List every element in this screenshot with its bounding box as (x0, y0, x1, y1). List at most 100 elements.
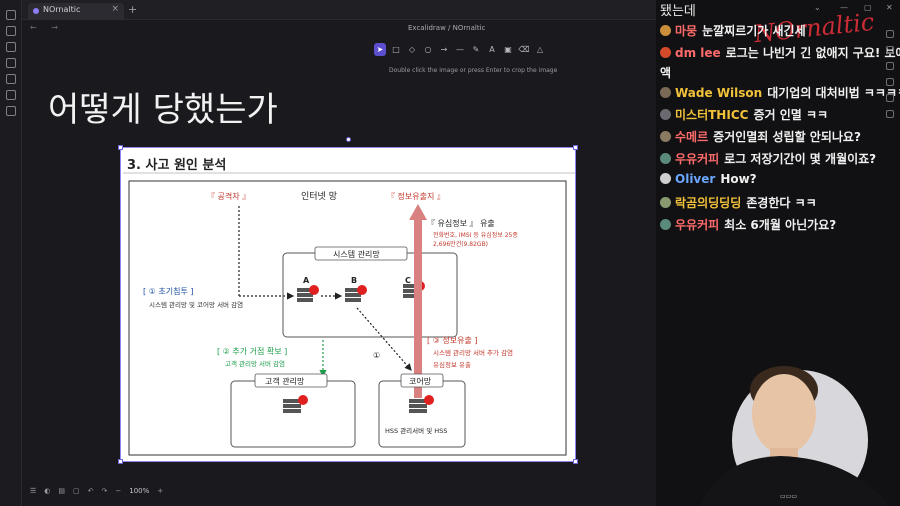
core-net-label: 코어망 (409, 376, 432, 386)
redo-icon[interactable]: ↷ (101, 487, 108, 495)
eraser-icon[interactable]: ⌫ (518, 45, 530, 54)
image-icon[interactable]: ▣ (504, 45, 512, 54)
close-icon[interactable]: × (111, 4, 119, 14)
chat-username[interactable]: 락곰의딩딩딩 (675, 196, 742, 210)
file-icon[interactable] (6, 10, 16, 20)
tab-bar: NOrnaltic × + (22, 0, 656, 20)
tab-nornaltic[interactable]: NOrnaltic × (28, 3, 124, 19)
diamond-icon[interactable]: ◇ (408, 45, 416, 54)
tab-label: NOrnaltic (43, 5, 81, 14)
avatar (660, 131, 671, 142)
chat-message: dm lee 로그는 나빈거 긴 없애지 구요! 보애 (660, 44, 900, 61)
close-window-icon[interactable]: ✕ (886, 3, 893, 12)
step2-title: [ ② 추가 거점 확보 ] (217, 346, 287, 356)
server-a (297, 285, 319, 302)
maximize-icon[interactable]: ▢ (864, 3, 872, 12)
chat-username[interactable]: Oliver (675, 172, 716, 186)
avatar (660, 153, 671, 164)
resize-handle-br[interactable] (573, 459, 578, 464)
calendar-icon[interactable] (6, 74, 16, 84)
rotate-handle[interactable] (346, 137, 351, 142)
undo-icon[interactable]: ↶ (87, 487, 94, 495)
slide-image[interactable]: 3. 사고 원인 분석 『 공격자 』 인터넷 망 『 정보유출지 』 『 유심… (118, 145, 578, 464)
edit-icon[interactable] (886, 30, 894, 38)
grid-icon[interactable] (6, 58, 16, 68)
resize-handle-tl[interactable] (118, 145, 123, 150)
canvas-title[interactable]: 어떻게 당했는가 (48, 90, 278, 130)
avatar (660, 87, 671, 98)
leak-destination-label: 『 정보유출지 』 (387, 191, 445, 201)
chat-username[interactable]: dm lee (675, 46, 721, 60)
usim-leak-line1: 전화번호, IMSI 등 유심정보 25종 (433, 231, 518, 239)
tag-icon[interactable] (886, 46, 894, 54)
step2-desc: 고객 관리망 서버 감염 (225, 359, 285, 368)
chat-username[interactable]: Wade Wilson (675, 86, 763, 100)
webcam-streamer: ▭▭▭ (700, 366, 890, 506)
server-customer (283, 395, 308, 413)
step1-title: [ ① 초기침투 ] (143, 287, 193, 296)
hand-icon[interactable] (886, 110, 894, 118)
trash-icon[interactable]: ▢ (73, 487, 80, 495)
chat-message: 마뭉 눈깔찌르기가 새긴세 (660, 22, 806, 39)
rectangle-icon[interactable]: □ (392, 45, 400, 54)
step3-desc2: 유심정보 유출 (433, 360, 471, 369)
usim-leak-line2: 2,696만건(9.82GB) (433, 240, 488, 248)
graph-icon[interactable] (6, 42, 16, 52)
server-hss (409, 395, 434, 413)
chat-text: 눈깔찌르기가 새긴세 (702, 24, 806, 38)
chat-message-continuation: 액 (660, 66, 672, 80)
line-icon[interactable]: — (456, 45, 464, 54)
chat-partial-line: 됐는데 (660, 4, 696, 19)
avatar (660, 47, 671, 58)
chat-message: 수메르 증거인멸죄 성립할 안되나요? (660, 128, 861, 145)
chat-username[interactable]: 우유커피 (675, 152, 720, 166)
chat-username[interactable]: 마뭉 (675, 24, 698, 38)
breadcrumb-current: NOrnaltic (452, 24, 486, 32)
chat-username[interactable]: 미스터THICC (675, 108, 749, 122)
history-icon[interactable] (886, 94, 894, 102)
resize-handle-tr[interactable] (573, 145, 578, 150)
resize-handle-bl[interactable] (118, 459, 123, 464)
help-icon[interactable] (886, 78, 894, 86)
chat-username[interactable]: 우유커피 (675, 218, 720, 232)
usim-leak-title: 『 유심정보 』 유출 (427, 218, 495, 228)
palette-icon[interactable]: ◐ (44, 487, 51, 495)
command-icon[interactable] (6, 106, 16, 116)
arrow-icon[interactable]: → (440, 45, 448, 54)
zoom-in-button[interactable]: + (157, 487, 164, 495)
node-a: A (303, 276, 310, 285)
breadcrumb-sep: / (448, 24, 451, 32)
chat-text: 증거인멸죄 성립할 안되나요? (713, 130, 861, 144)
nav-arrows[interactable]: ← → (30, 23, 64, 32)
library-icon[interactable]: ▤ (58, 487, 66, 495)
pencil-icon[interactable]: ✎ (472, 45, 480, 54)
new-tab-button[interactable]: + (128, 3, 138, 16)
more-icon[interactable]: △ (536, 45, 544, 54)
chevron-down-icon[interactable]: ⌄ (814, 3, 821, 12)
minimize-icon[interactable]: — (840, 3, 848, 12)
bottom-toolbar: ☰ ◐ ▤ ▢ ↶ ↷ − 100% + (30, 484, 163, 498)
menu-icon[interactable]: ☰ (30, 487, 37, 495)
hss-label: HSS 관리서버 및 HSS (385, 426, 447, 435)
step1-desc: 시스템 관리망 및 코어망 서버 감염 (149, 300, 243, 309)
ellipse-icon[interactable]: ○ (424, 45, 432, 54)
breadcrumb-parent[interactable]: Excalidraw (408, 24, 446, 32)
files-icon[interactable] (6, 26, 16, 36)
attacker-label: 『 공격자 』 (207, 191, 250, 201)
link-icon[interactable] (886, 62, 894, 70)
excalidraw-icon (33, 8, 39, 14)
right-icon-bar (886, 30, 900, 126)
chat-text: 로그는 나빈거 긴 없애지 구요! 보애 (725, 46, 900, 60)
text-icon[interactable]: A (489, 45, 495, 54)
svg-text:▭▭▭: ▭▭▭ (780, 493, 797, 500)
node-c: C (405, 276, 411, 285)
template-icon[interactable] (6, 90, 16, 100)
zoom-out-button[interactable]: − (115, 487, 122, 495)
zoom-level[interactable]: 100% (129, 487, 150, 495)
selection-icon[interactable]: ➤ (374, 43, 386, 56)
chat-username[interactable]: 수메르 (675, 130, 709, 144)
